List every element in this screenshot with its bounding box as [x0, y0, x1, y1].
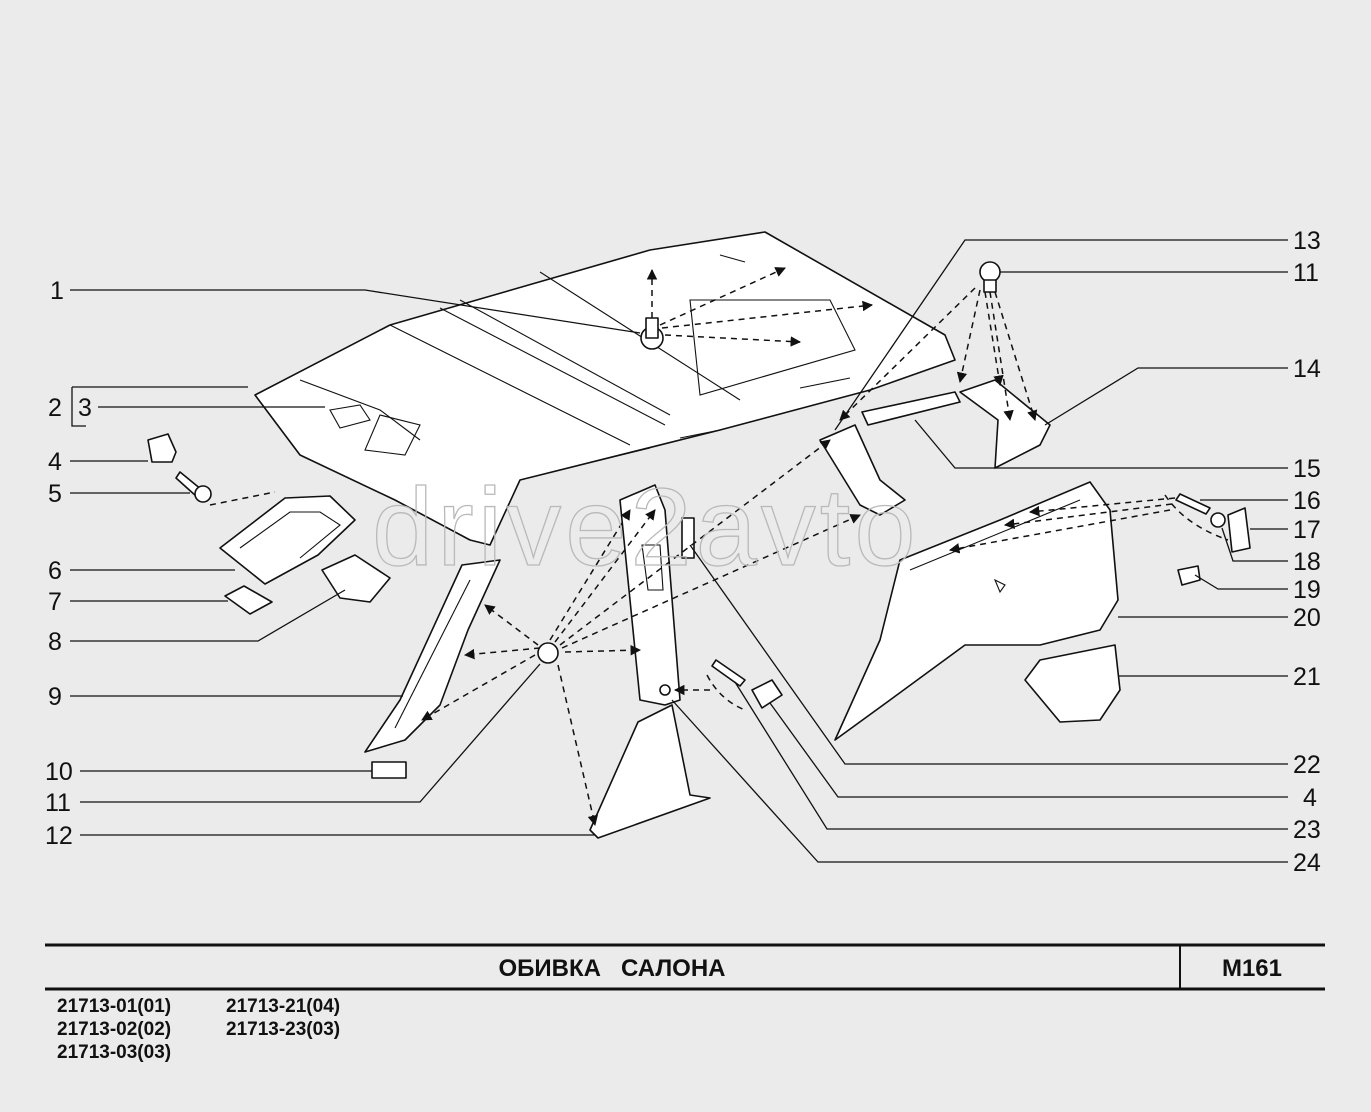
callout-20: 20	[1293, 604, 1321, 632]
callout-4-right: 4	[1303, 784, 1317, 812]
callouts-left: 1 2 3 4 5 6 7 8 9 10 11 12	[45, 277, 92, 850]
callout-15: 15	[1293, 455, 1321, 483]
callout-11: 11	[45, 789, 71, 817]
headliner	[254, 231, 956, 546]
dome-light-parts	[147, 433, 391, 615]
callout-17: 17	[1293, 516, 1321, 544]
callout-12: 12	[45, 822, 73, 850]
sheet-title: ОБИВКА САЛОНА	[498, 955, 725, 982]
callout-16: 16	[1293, 487, 1321, 515]
clips	[537, 642, 783, 709]
a-pillar-trim	[364, 559, 501, 779]
variant-code: 21713-03(03)	[57, 1042, 171, 1063]
callout-18: 18	[1293, 548, 1321, 576]
variant-code: 21713-01(01)	[57, 996, 171, 1017]
luggage-side-trim	[834, 481, 1251, 741]
callout-1: 1	[50, 277, 64, 305]
title-block: ОБИВКА САЛОНА M161 21713-01(01) 21713-02…	[45, 943, 1325, 1063]
callout-5: 5	[48, 480, 62, 508]
callout-22: 22	[1293, 751, 1321, 779]
callout-4: 4	[48, 448, 62, 476]
variant-code: 21713-21(04)	[226, 996, 340, 1017]
variant-code: 21713-23(03)	[226, 1019, 340, 1040]
callout-23: 23	[1293, 816, 1321, 844]
watermark: drive2avto	[372, 466, 920, 589]
c-pillar-trim	[819, 261, 1051, 516]
callout-2: 2	[48, 394, 62, 422]
callouts-right: 13 11 14 15 16 17 18 19 20 21 22 4 23 24	[1293, 227, 1321, 877]
callout-9: 9	[48, 683, 62, 711]
sheet-code: M161	[1222, 955, 1282, 982]
callout-8: 8	[48, 628, 62, 656]
callout-3: 3	[78, 394, 92, 422]
callout-10: 10	[45, 758, 73, 786]
callout-14: 14	[1293, 355, 1321, 383]
variant-code: 21713-02(02)	[57, 1019, 171, 1040]
callout-7: 7	[48, 588, 62, 616]
leader-lines	[70, 239, 1288, 863]
assembly-arrows	[209, 267, 1229, 827]
callout-13: 13	[1293, 227, 1321, 255]
callout-6: 6	[48, 557, 62, 585]
callout-24: 24	[1293, 849, 1321, 877]
callout-19: 19	[1293, 576, 1321, 604]
callout-21: 21	[1293, 663, 1321, 691]
callout-11-right: 11	[1293, 259, 1319, 287]
